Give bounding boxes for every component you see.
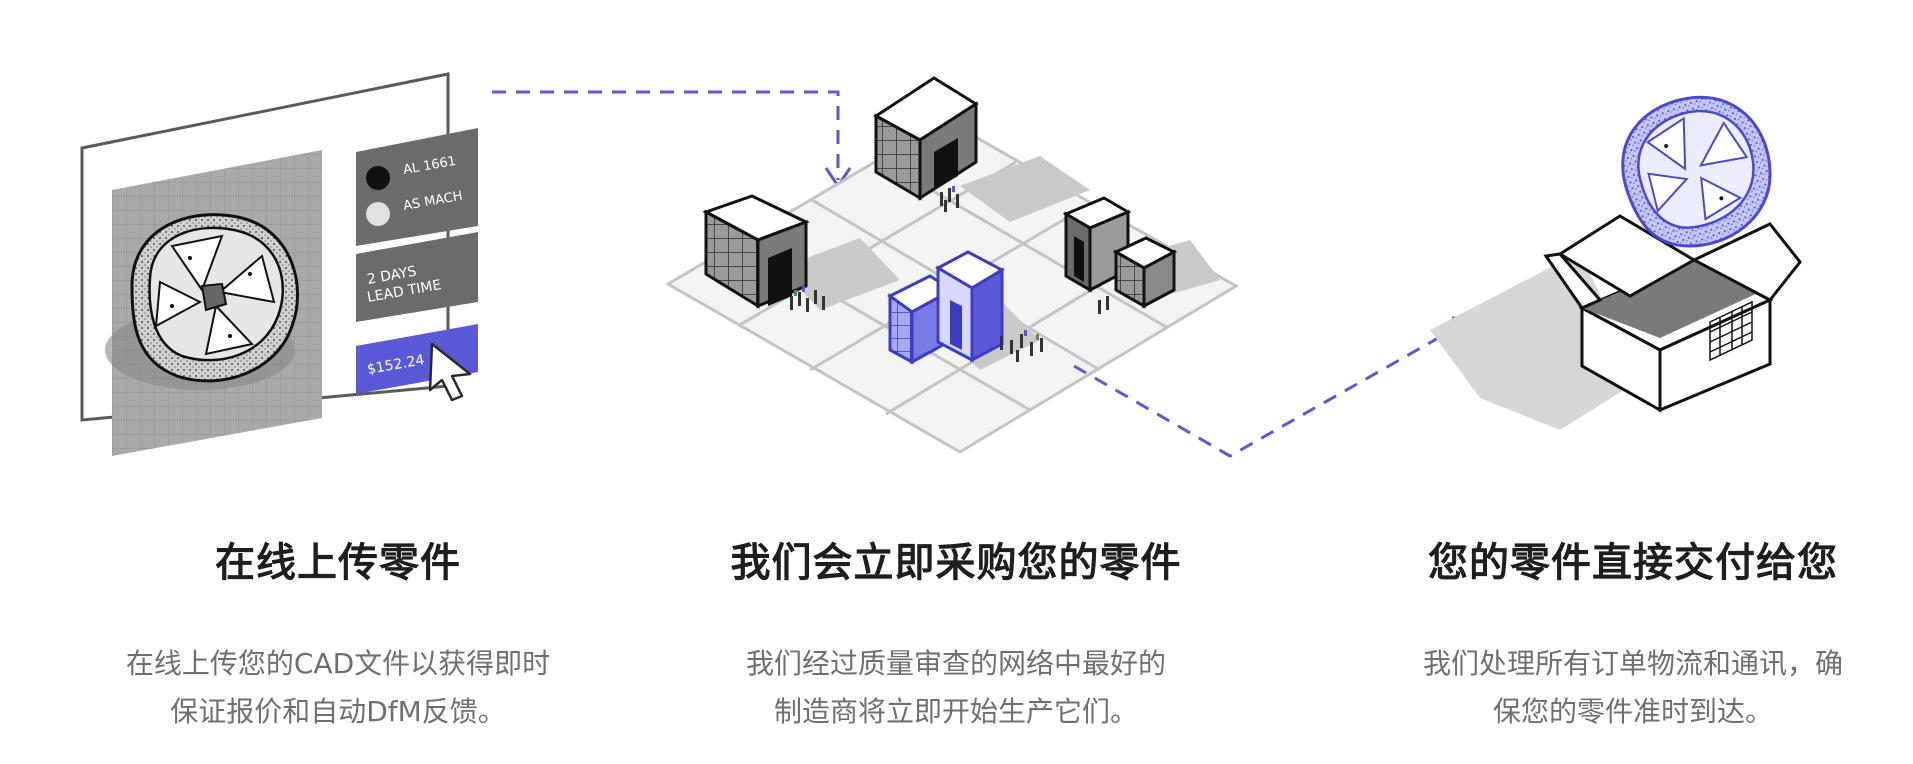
step-delivery: 您的零件直接交付给您 我们处理所有订单物流和通讯，确 保您的零件准时到达。 — [1333, 530, 1913, 736]
cursor-icon — [428, 342, 472, 402]
cad-part-illustration: AL 1661 AS MACH 2 DAYS LEAD TIME $152.24 — [80, 72, 478, 456]
delivery-box-illustration — [1430, 95, 1802, 430]
step-description-line: 保证报价和自动DfM反馈。 — [170, 695, 506, 728]
flow-arrow-2 — [1073, 318, 1471, 458]
step-title: 在线上传零件 — [215, 540, 461, 586]
step-sourcing: 我们会立即采购您的零件 我们经过质量审查的网络中最好的 制造商将立即开始生产它们… — [656, 530, 1256, 736]
step-upload: 在线上传零件 在线上传您的CAD文件以获得即时 保证报价和自动DfM反馈。 — [38, 530, 638, 736]
step-description-line: 制造商将立即开始生产它们。 — [773, 695, 1138, 728]
step-description-line: 在线上传您的CAD文件以获得即时 — [125, 647, 551, 680]
step-description-line: 我们处理所有订单物流和通讯，确 — [1422, 647, 1843, 680]
factory-network-illustration — [665, 76, 1239, 454]
step-description: 在线上传您的CAD文件以获得即时 保证报价和自动DfM反馈。 — [38, 640, 638, 736]
flow-arrow-1 — [492, 90, 840, 180]
step-description: 我们处理所有订单物流和通讯，确 保您的零件准时到达。 — [1333, 640, 1913, 736]
step-description-line: 保您的零件准时到达。 — [1492, 695, 1773, 728]
step-title: 我们会立即采购您的零件 — [730, 540, 1182, 586]
step-description: 我们经过质量审查的网络中最好的 制造商将立即开始生产它们。 — [656, 640, 1256, 736]
step-title: 您的零件直接交付给您 — [1428, 540, 1838, 586]
step-description-line: 我们经过质量审查的网络中最好的 — [745, 647, 1166, 680]
